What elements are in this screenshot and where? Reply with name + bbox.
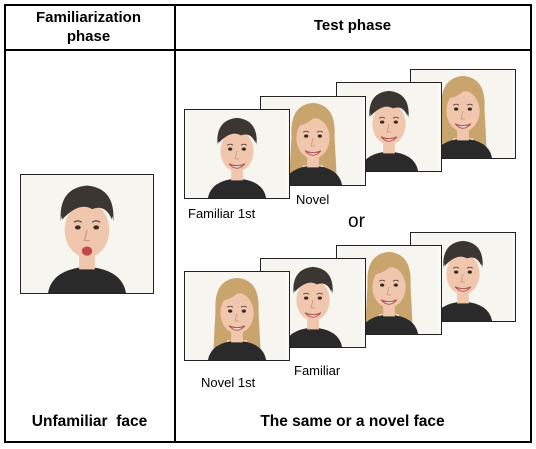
unfamiliar-face-photo	[20, 174, 154, 294]
label-novel: Novel	[296, 192, 330, 207]
face-photo-bottom-1	[184, 271, 290, 361]
face-photo-top-1	[184, 109, 290, 199]
table-top-border	[4, 4, 532, 6]
table-bottom-border	[4, 441, 532, 443]
label-or: or	[348, 211, 365, 232]
label-novel-1st: Novel 1st	[201, 375, 256, 390]
familiarization-phase-header: Familiarization phase	[35, 9, 142, 45]
table-left-border	[4, 4, 6, 442]
label-familiar-1st: Familiar 1st	[188, 206, 256, 221]
test-phase-header: Test phase	[313, 17, 392, 34]
header-divider	[4, 49, 532, 51]
label-familiar: Familiar	[294, 363, 341, 378]
table-right-border	[530, 4, 532, 442]
column-divider	[174, 4, 176, 442]
same-or-novel-face-caption: The same or a novel face	[260, 413, 445, 430]
unfamiliar-face-caption: Unfamiliar face	[31, 413, 148, 430]
